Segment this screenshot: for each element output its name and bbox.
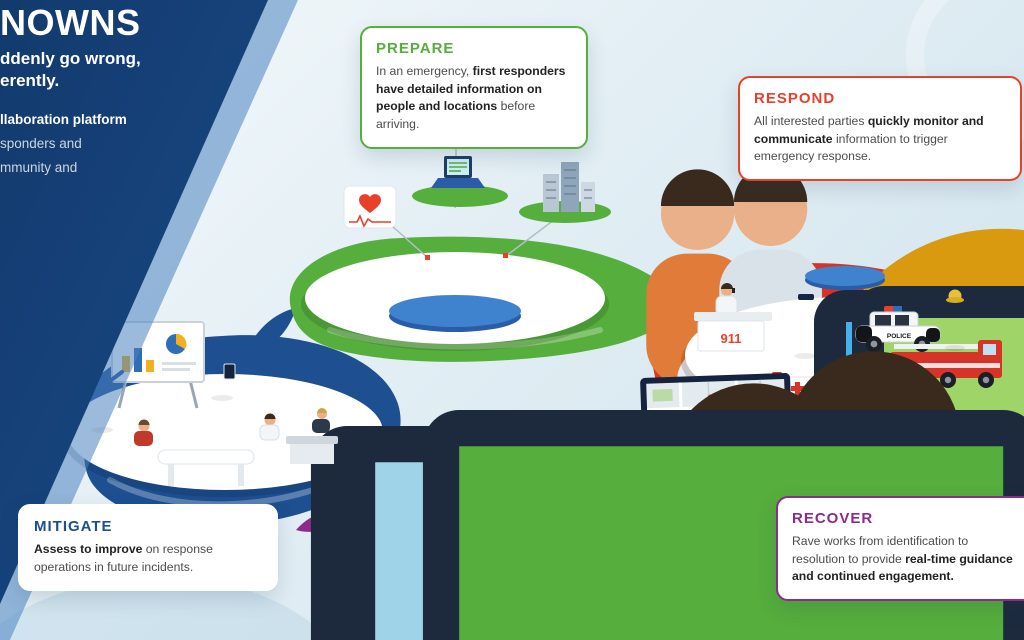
banner-tagline: mmunity and [0, 159, 78, 175]
decorative-wave [0, 577, 330, 640]
banner-headline: NOWNS [0, 2, 141, 43]
dispatch-desk-icon: 911 [694, 283, 1024, 640]
tablet-person-icon [211, 351, 1004, 640]
prepare-title: PREPARE [376, 40, 455, 57]
meeting-table-icon [134, 413, 994, 640]
banner-text: NOWNS ddenly go wrong, erently. llaborat… [0, 4, 210, 175]
secure-database-icon [805, 266, 885, 290]
police-officer-icon [794, 294, 816, 359]
prepare-platform [301, 142, 1024, 640]
respond-body: All interested parties quickly monitor a… [754, 114, 984, 164]
analyst-desk-icon [286, 408, 1024, 640]
laptop-icon [412, 156, 826, 507]
police-car-icon: POLICE [855, 306, 941, 352]
secure-database-icon [389, 270, 1024, 640]
recover-body: Rave works from identification to resolu… [792, 534, 1013, 584]
heart-monitor-icon [343, 185, 397, 229]
mitigate-body: Assess to improve on response operations… [34, 542, 213, 574]
police-car-label: POLICE [887, 333, 912, 340]
mitigate-platform [63, 321, 1024, 640]
dispatch-sign: 911 [721, 331, 742, 346]
recover-callout: RECOVER Rave works from identification t… [776, 496, 1024, 602]
banner-tagline: llaboration platform [0, 111, 127, 127]
banner-subline: ddenly go wrong, [0, 48, 141, 68]
prepare-body: In an emergency, first responders have d… [376, 64, 566, 132]
firefighter-icon [945, 289, 965, 351]
banner-tagline: sponders and [0, 135, 82, 151]
prepare-callout: PREPARE In an emergency, first responder… [360, 26, 588, 149]
banner-subline: erently. [0, 70, 60, 90]
city-buildings-icon [519, 162, 611, 223]
mitigate-title: MITIGATE [34, 518, 113, 535]
respond-title: RESPOND [754, 90, 836, 107]
respond-callout: RESPOND All interested parties quickly m… [738, 76, 1022, 182]
recover-title: RECOVER [792, 510, 874, 527]
mitigate-callout: MITIGATE Assess to improve on response o… [18, 504, 278, 592]
